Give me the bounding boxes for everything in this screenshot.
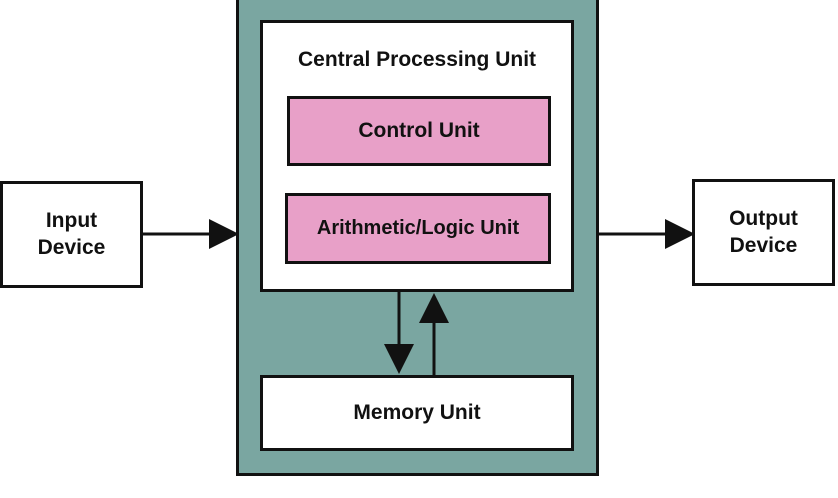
memory-unit-label: Memory Unit <box>353 400 481 424</box>
input-device-box: Input Device <box>0 181 143 288</box>
input-device-label-line-1: Input <box>45 209 98 233</box>
arithmetic-logic-unit-box: Arithmetic/Logic Unit <box>285 193 551 264</box>
input-device-label: Input Device <box>38 208 106 261</box>
alu-label: Arithmetic/Logic Unit <box>316 217 520 239</box>
memory-unit-box: Memory Unit <box>260 375 574 451</box>
output-device-label-line-1: Output <box>729 207 798 231</box>
output-device-label: Output Device <box>729 206 798 259</box>
input-device-label-line-2: Device <box>37 235 106 259</box>
output-device-box: Output Device <box>692 179 835 286</box>
control-unit-label: Control Unit <box>358 118 480 142</box>
control-unit-box: Control Unit <box>287 96 551 166</box>
output-device-label-line-2: Device <box>729 233 798 257</box>
cpu-title: Central Processing Unit <box>297 48 537 71</box>
